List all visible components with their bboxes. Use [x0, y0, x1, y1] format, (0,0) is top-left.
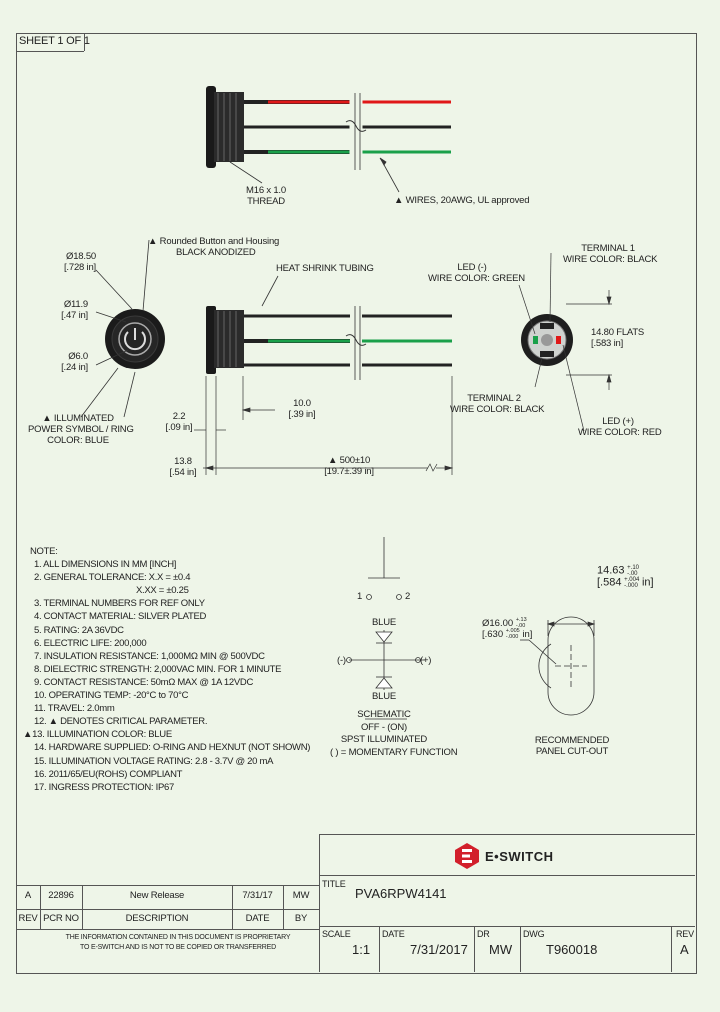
rev-col-3 — [232, 885, 233, 929]
title-row-top-line — [319, 875, 695, 876]
rev-table-bottom — [16, 929, 319, 930]
date-value: 7/31/2017 — [410, 942, 468, 957]
sheet-label: SHEET 1 OF 1 — [19, 35, 90, 47]
side-view-dimensions — [194, 376, 454, 475]
sheet-label-underline — [16, 51, 84, 52]
top-view-connector — [206, 86, 244, 168]
notes-block: NOTE: 1. ALL DIMENSIONS IN MM [INCH] 2. … — [23, 546, 311, 793]
part-number: PVA6RPW4141 — [355, 886, 447, 901]
symbol-note: ▲ ILLUMINATED POWER SYMBOL / RING COLOR:… — [28, 413, 134, 446]
side-view-connector — [206, 275, 452, 380]
rev-header-rev: REV — [18, 913, 38, 924]
title-block-top-line — [319, 834, 695, 835]
rev-label: REV — [676, 929, 694, 939]
wires-label: ▲ WIRES, 20AWG, UL approved — [394, 195, 530, 206]
brand-name: E•SWITCH — [485, 849, 554, 864]
dim-2-2: 2.2[.09 in] — [165, 411, 193, 433]
schematic-caption: SCHEMATIC OFF - (ON) SPST ILLUMINATED ( … — [330, 709, 458, 758]
rev-header-by: BY — [294, 913, 308, 924]
rev-header-date: DATE — [245, 913, 270, 924]
rev-row-by: MW — [292, 890, 310, 901]
cutout-flat-dim: 14.63 +.10-.00 [.584 +.004-.000 in] — [597, 564, 654, 589]
rev-header-pcr: PCR NO — [43, 913, 79, 924]
rev-value: A — [680, 942, 689, 957]
dwg-value: T960018 — [546, 942, 598, 957]
flats-label: 14.80 FLATS[.583 in] — [591, 327, 645, 349]
dr-label: DR — [477, 929, 490, 939]
dim-500: ▲ 500±10 [19.7±.39 in] — [324, 455, 374, 477]
schematic-term2: 2 — [405, 591, 411, 602]
dwg-rev-divider — [671, 926, 672, 972]
dim-inner-diameter: Ø6.0[.24 in] — [61, 351, 88, 373]
rev-table-mid — [16, 909, 319, 910]
date-label: DATE — [382, 929, 405, 939]
proprietary-notice: THE INFORMATION CONTAINED IN THIS DOCUME… — [65, 934, 291, 951]
dim-13-8: 13.8[.54 in] — [169, 456, 197, 478]
rev-row-date: 7/31/17 — [242, 890, 273, 901]
scale-value: 1:1 — [352, 942, 371, 957]
sheet-label-divider — [84, 33, 85, 51]
dim-outer-diameter: Ø18.50[.728 in] — [63, 251, 96, 273]
front-view-leaders — [80, 239, 150, 418]
rev-col-4 — [283, 885, 284, 929]
top-view-leaders — [229, 157, 400, 193]
rev-table-top — [16, 885, 319, 886]
schematic-blue-top: BLUE — [371, 617, 397, 628]
panel-cutout-drawing — [520, 616, 596, 716]
schematic-blue-bottom: BLUE — [371, 691, 397, 702]
top-view-wires — [244, 93, 451, 170]
housing-note: ▲ Rounded Button and Housing BLACK ANODI… — [148, 236, 280, 258]
led-pos-label: LED (+)WIRE COLOR: RED — [578, 416, 662, 438]
schematic-term1: 1 — [357, 591, 363, 602]
title-label: TITLE — [322, 879, 346, 889]
date-dr-divider — [474, 926, 475, 972]
rear-view-leaders — [518, 252, 612, 432]
rear-view-connector — [521, 314, 573, 366]
rev-col-1 — [40, 885, 41, 929]
dr-dwg-divider — [520, 926, 521, 972]
schematic-plus: (+) — [420, 655, 432, 666]
led-neg-label: LED (-)WIRE COLOR: GREEN — [428, 262, 525, 284]
schematic-minus: (-) — [337, 655, 346, 666]
scale-date-divider — [379, 926, 380, 972]
dr-value: MW — [489, 942, 513, 957]
dim-mid-diameter: Ø11.9[.47 in] — [61, 299, 88, 321]
dim-10: 10.0[.39 in] — [288, 398, 316, 420]
dwg-label: DWG — [523, 929, 545, 939]
heat-shrink-label: HEAT SHRINK TUBING — [276, 263, 374, 274]
rev-row-pcr: 22896 — [48, 890, 74, 901]
cutout-dia-dim: Ø16.00 +.13-.00 [.630 +.005-.000 in] — [482, 617, 533, 641]
rev-row-desc: New Release — [129, 890, 185, 901]
drawing-frame — [16, 33, 697, 974]
scale-label: SCALE — [322, 929, 351, 939]
title-row-bottom-line — [319, 926, 695, 927]
e-switch-logo-icon — [455, 843, 479, 869]
rev-col-2 — [82, 885, 83, 929]
rev-row-rev: A — [24, 890, 32, 901]
title-block-left-line — [319, 834, 320, 972]
rev-header-desc: DESCRIPTION — [125, 913, 189, 924]
schematic-diagram — [346, 537, 425, 690]
